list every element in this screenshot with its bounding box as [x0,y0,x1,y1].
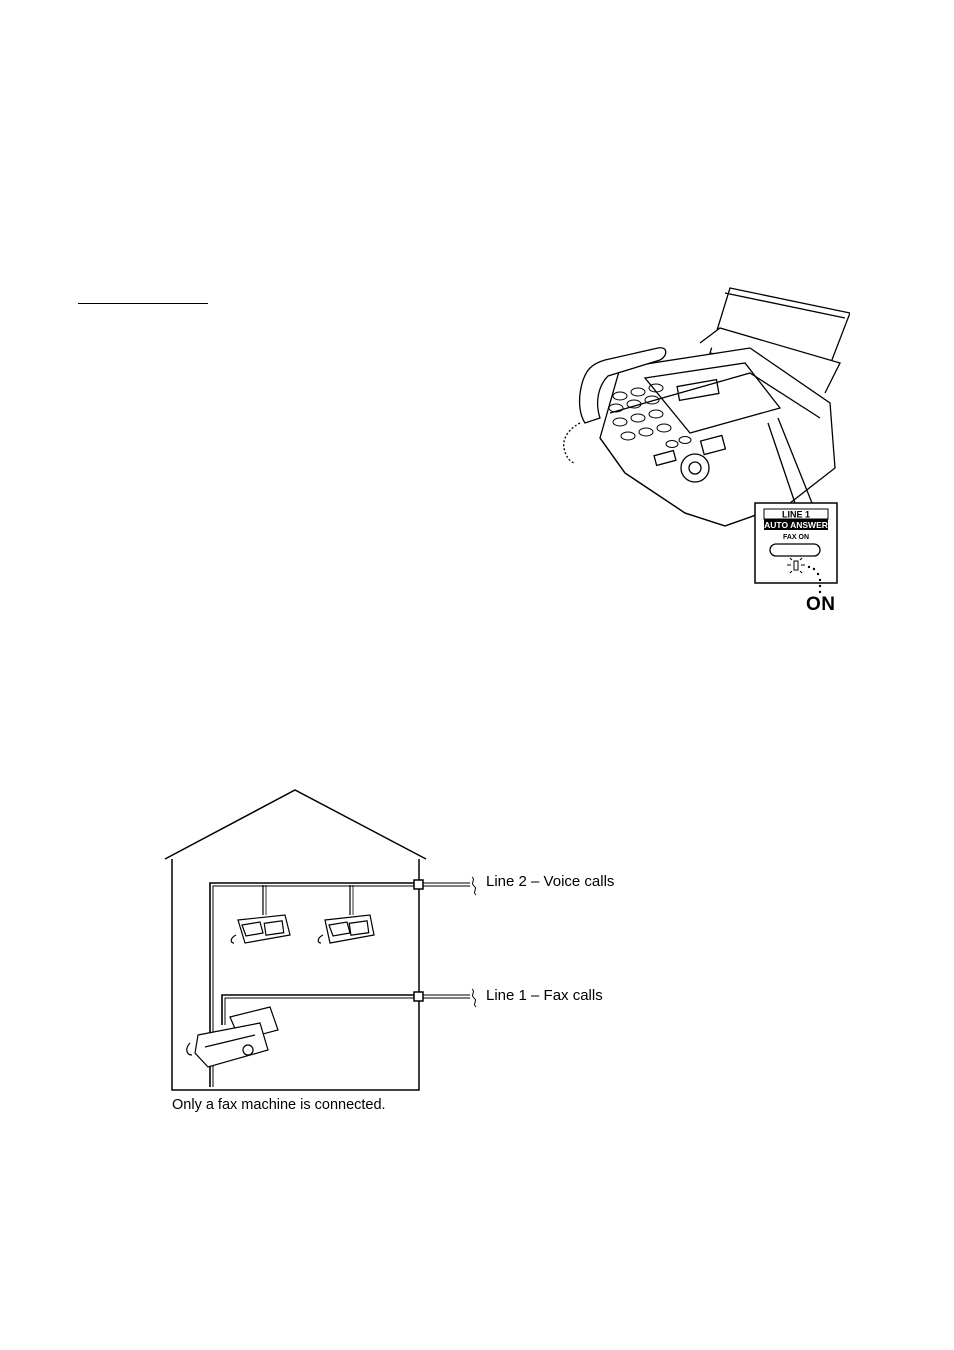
line2-voice-label: Line 2 – Voice calls [486,873,614,890]
fax-machine-illustration: LINE 1 AUTO ANSWER FAX ON [550,268,850,598]
diagram-caption: Only a fax machine is connected. [172,1097,386,1113]
panel-sub-label: FAX ON [783,534,809,541]
heading-rule [78,303,208,304]
telephone-icon [318,915,374,943]
house-connection-diagram [160,785,490,1095]
panel-mode-label: AUTO ANSWER [764,520,828,530]
fax-machine-icon [187,1007,278,1067]
on-indicator-label: ON [806,594,836,616]
panel-line-label: LINE 1 [782,510,810,520]
line1-fax-label: Line 1 – Fax calls [486,987,603,1004]
telephone-icon [231,915,290,943]
